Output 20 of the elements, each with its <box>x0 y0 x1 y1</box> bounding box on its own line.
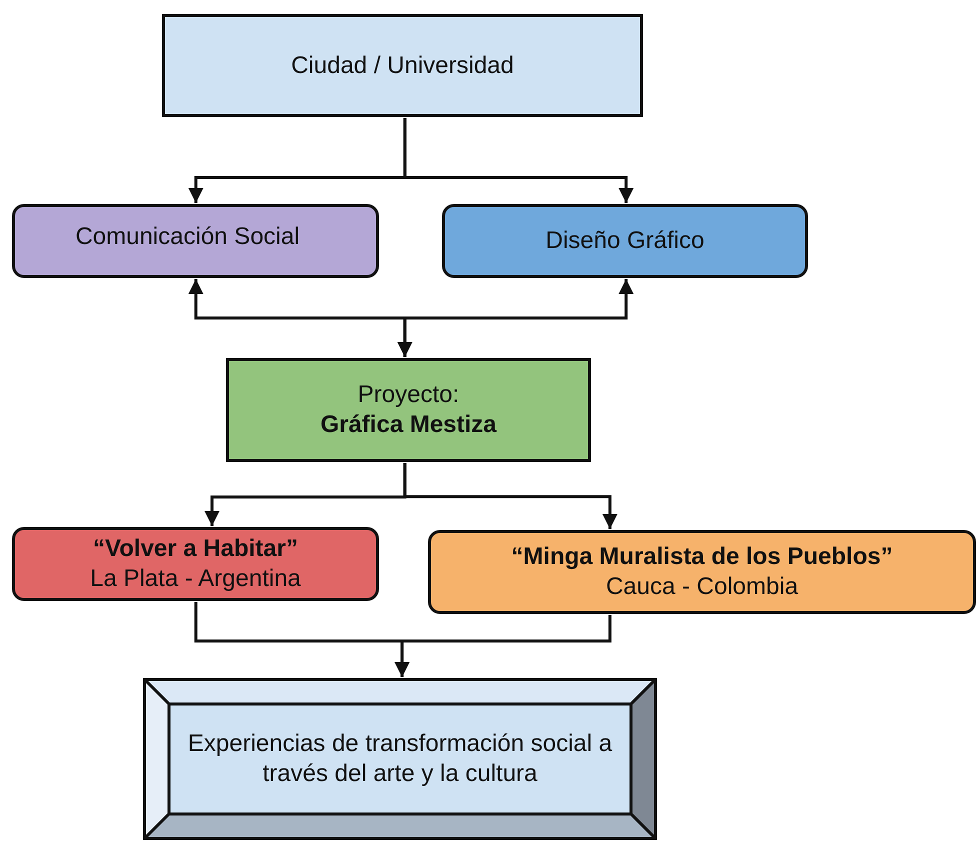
arrow <box>397 279 634 357</box>
node-label: La Plata - Argentina <box>90 564 301 594</box>
node-label: “Volver a Habitar” <box>93 534 298 564</box>
process-box <box>12 527 379 601</box>
arrow <box>394 615 612 677</box>
process-box <box>12 204 379 278</box>
node-label: Proyecto: <box>358 380 460 410</box>
node-label: Cauca - Colombia <box>606 572 798 602</box>
node-label: “Minga Muralista de los Pueblos” <box>511 542 893 572</box>
node-label: Experiencias de transformación social a través del arte y la cultura <box>186 729 614 789</box>
node-label: Comunicación Social <box>75 222 300 252</box>
process-box <box>226 358 591 462</box>
arrow <box>403 118 634 203</box>
process-box <box>162 14 643 117</box>
node-label: Diseño Gráfico <box>546 226 704 256</box>
arrow <box>403 463 618 529</box>
process-box <box>428 530 976 614</box>
node-label: Ciudad / Universidad <box>291 50 514 80</box>
node-label: Gráfica Mestiza <box>320 410 497 440</box>
process-box <box>442 204 808 278</box>
